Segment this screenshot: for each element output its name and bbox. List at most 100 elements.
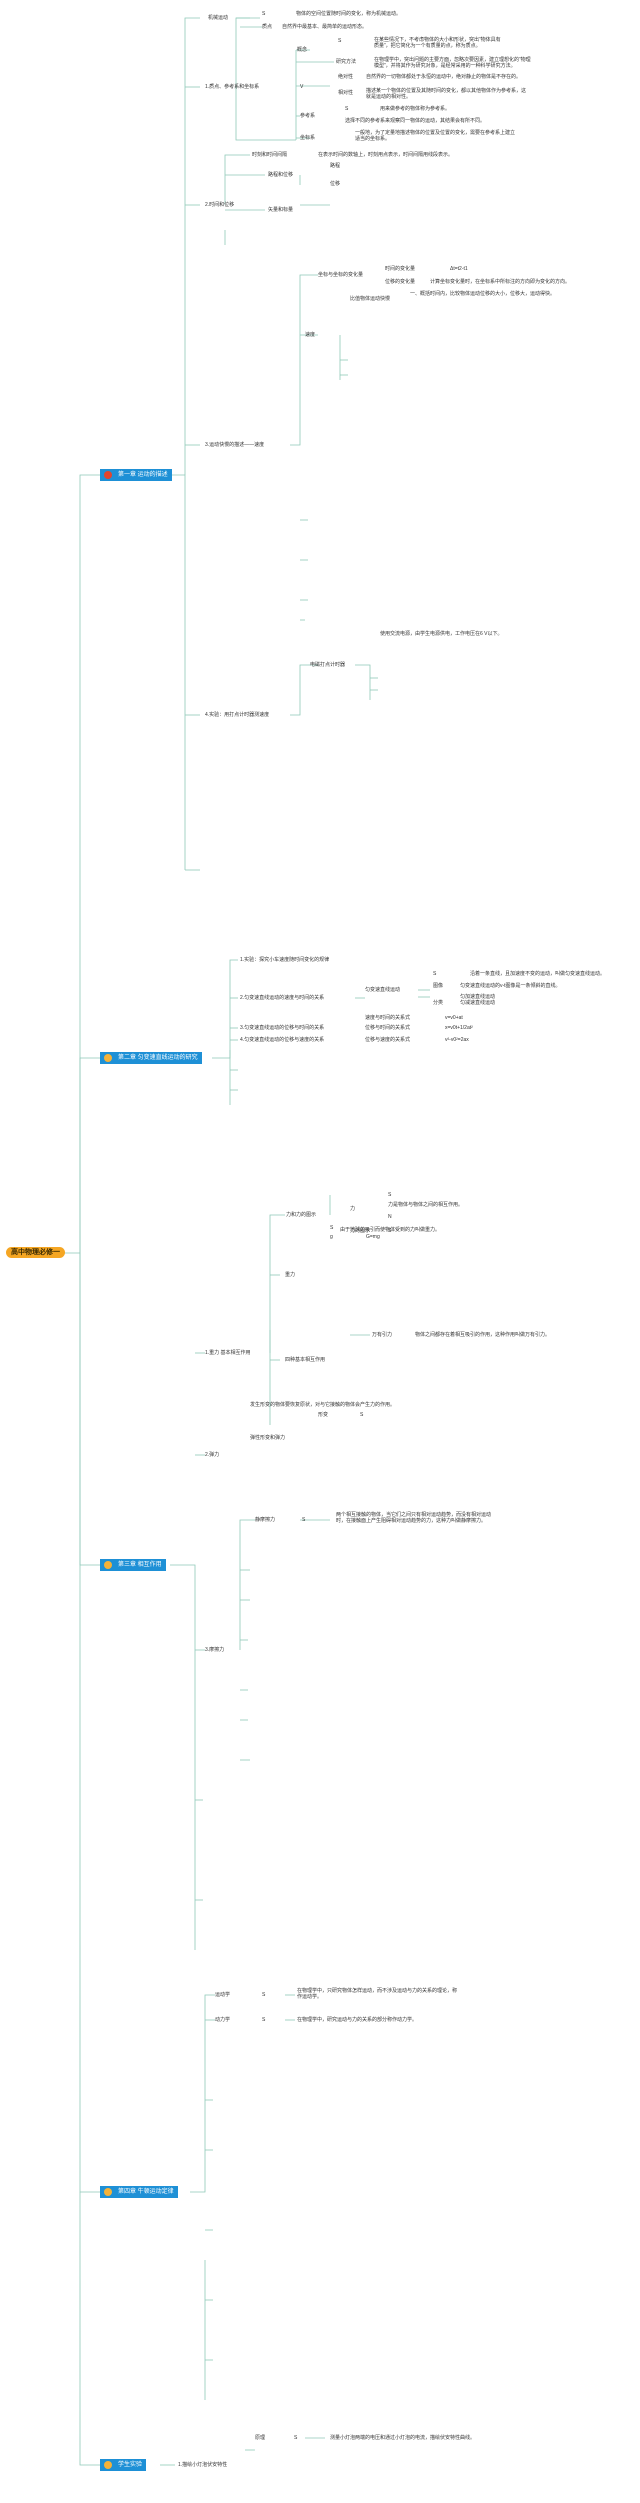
node-dyn-def: 在物理学中，研究运动与力的关系的部分称作动力学。 [297, 2017, 418, 2023]
letter-node: S [262, 2017, 266, 2023]
branch-2-4[interactable]: 4.匀变速直线运动的位移与速度的关系 [240, 1037, 325, 1043]
letter-node: S [302, 1517, 306, 1523]
node-grav-def: 物体之间都存在着相互吸引的作用，这种作用叫做万有引力。 [415, 1332, 551, 1338]
node-point[interactable]: 质点 [262, 24, 273, 30]
node-rel[interactable]: 相对性 [338, 90, 354, 96]
node-b4-f: v²-v0²=2ax [445, 1037, 469, 1043]
node-static-def: 两个相互接触的物体，当它们之间只有相对运动趋势，而没有相对运动时，在接触面上产生… [336, 1512, 492, 1524]
node-path[interactable]: 路程和位移 [268, 172, 294, 178]
node-abs[interactable]: 绝对性 [338, 74, 354, 80]
node-dec: 匀减速直线运动 [460, 1000, 496, 1006]
node-image-def: 匀变速直线运动的v-t图像是一条倾斜的直线。 [460, 983, 561, 989]
node-coord[interactable]: 坐标系 [300, 135, 316, 141]
letter-node: S [360, 1412, 364, 1418]
branch-1-2[interactable]: 2.时间和位移 [205, 202, 235, 208]
branch-3-2[interactable]: 2.弹力 [205, 1452, 220, 1458]
chapter-5[interactable]: 学生实验 [100, 2459, 147, 2471]
letter-node: S [338, 38, 342, 44]
node-ref-def2: 选择不同的参考系来观察同一物体的运动，其结果会有所不同。 [345, 118, 486, 124]
branch-2-3[interactable]: 3.匀变速直线运动的位移与时间的关系 [240, 1025, 325, 1031]
node-grav-att[interactable]: 万有引力 [372, 1332, 393, 1338]
root-topic[interactable]: 高中物理必修一 [6, 1247, 65, 1258]
chapter-3[interactable]: 第三章 相互作用 [100, 1559, 166, 1571]
node-formula[interactable]: 速度与时间的关系式 [365, 1015, 411, 1021]
node-acc: 匀加速直线运动 [460, 994, 496, 1000]
letter-node: S [345, 106, 349, 112]
node-uniform[interactable]: 匀变速直线运动 [365, 987, 401, 993]
node-dchg-def: 计算坐标变化量时，在坐标系中所标注的方向即为变化的方向。 [430, 279, 571, 285]
chapter-label: 第三章 相互作用 [118, 1562, 162, 1568]
chapter-4[interactable]: 第四章 牛顿运动定律 [100, 2186, 178, 2198]
node-force-desc[interactable]: 力和力的图示 [286, 1212, 317, 1218]
branch-2-1[interactable]: 1.实验：探究小车速度随时间变化的规律 [240, 957, 330, 963]
node-kin-def: 在物理学中，只研究物体怎样运动，而不涉及运动与力的关系的理论，称作运动学。 [297, 1988, 458, 2000]
node-concept[interactable]: 概念 [297, 47, 308, 53]
node-method[interactable]: 研究方法 [336, 59, 357, 65]
node-elastic[interactable]: 弹性形变和弹力 [250, 1435, 286, 1441]
chapter-1[interactable]: 第一章 运动的描述 [100, 469, 172, 481]
node-coord-pos[interactable]: 坐标与坐标的变化量 [318, 272, 364, 278]
branch-2-2[interactable]: 2.匀变速直线运动的速度与时间的关系 [240, 995, 325, 1001]
node-static[interactable]: 静摩擦力 [255, 1517, 276, 1523]
node-timer[interactable]: 电磁打点计时器 [310, 662, 346, 668]
chapter-marker-icon [104, 471, 112, 479]
node-mech[interactable]: 机械运动 [208, 15, 229, 21]
chapter-2[interactable]: 第二章 匀变速直线运动的研究 [100, 1052, 202, 1064]
node-concept-def: 在某些情况下，不考虑物体的大小和形状，突出“物体具有质量”，把它简化为一个有质量… [374, 37, 501, 49]
node-g-sym: g [330, 1234, 333, 1240]
letter-node: S [262, 1992, 266, 1998]
node-dyn[interactable]: 动力学 [215, 2017, 231, 2023]
letter-node: S [262, 11, 266, 17]
node-diagram[interactable]: 力的图示 [350, 1228, 371, 1234]
node-kind[interactable]: 分类 [433, 1000, 444, 1006]
node-b3-k: 位移与时间的关系式 [365, 1025, 411, 1031]
letter-node: S [330, 1225, 334, 1231]
node-gravity[interactable]: 重力 [285, 1272, 296, 1278]
node-unit: N [388, 1214, 392, 1220]
node-coord-def: 一般地，为了定量地描述物体的位置及位置的变化，需要在参考系上建立适当的坐标系。 [355, 130, 516, 142]
node-rel-def: 描述某一个物体的位置及其随时间的变化，都以其他物体作为参考系，这就是运动的相对性… [366, 88, 527, 100]
node-image[interactable]: 图像 [433, 983, 444, 989]
node-force[interactable]: 力 [350, 1206, 356, 1212]
letter-node: S [388, 1192, 392, 1198]
branch-3-3[interactable]: 3.摩擦力 [205, 1647, 225, 1653]
chapter-marker-icon [104, 2188, 112, 2196]
node-path-2: 位移 [330, 181, 341, 187]
chapter-marker-icon [104, 2461, 112, 2469]
chapter-label: 第一章 运动的描述 [118, 472, 168, 478]
node-four[interactable]: 四种基本相互作用 [285, 1357, 326, 1363]
node-exp[interactable]: 原理 [255, 2435, 266, 2441]
letter-node: V [300, 84, 304, 90]
letter-node: S [294, 2435, 298, 2441]
branch-5-1[interactable]: 1.描绘小灯泡伏安特性 [178, 2462, 228, 2468]
chapter-marker-icon [104, 1561, 112, 1569]
node-path-1: 路程 [330, 163, 341, 169]
branch-3-1[interactable]: 1.重力 基本相互作用 [205, 1350, 251, 1356]
node-ref[interactable]: 参考系 [300, 113, 316, 119]
node-mech-def: 物体的空间位置随时间的变化，称为机械运动。 [296, 11, 402, 17]
chapter-marker-icon [104, 1054, 112, 1062]
node-deform[interactable]: 形变 [318, 1412, 329, 1418]
node-tchg[interactable]: 时间的变化量 [385, 266, 416, 272]
branch-1-3[interactable]: 3.运动快慢的描述——速度 [205, 442, 265, 448]
node-speed[interactable]: 速度 [305, 332, 316, 338]
letter-node: S [433, 971, 437, 977]
node-dchg[interactable]: 位移的变化量 [385, 279, 416, 285]
node-kin[interactable]: 运动学 [215, 1992, 231, 1998]
node-time-def: 在表示时间的数轴上，时刻用点表示，时间间隔用线段表示。 [318, 152, 454, 158]
node-method-def: 在物理学中，突出问题的主要方面，忽略次要因素，建立理想化的“物理模型”，并将其作… [374, 57, 531, 69]
node-abs-def: 自然界的一切物体都处于永恒的运动中，绝对静止的物体是不存在的。 [366, 74, 522, 80]
node-formula-f: v=v0+at [445, 1015, 463, 1021]
node-b4-k: 位移与速度的关系式 [365, 1037, 411, 1043]
chapter-label: 第二章 匀变速直线运动的研究 [118, 1055, 198, 1061]
node-vec[interactable]: 矢量和标量 [268, 207, 294, 213]
node-point-def: 自然界中最基本、最简单的运动形态。 [282, 24, 368, 30]
branch-1-4[interactable]: 4.实验：用打点计时器测速度 [205, 712, 270, 718]
letter-node: S [388, 1228, 392, 1234]
node-time[interactable]: 时刻和时间间隔 [252, 152, 288, 158]
chapter-label: 学生实验 [118, 2462, 143, 2468]
branch-1-1[interactable]: 1.质点、参考系和坐标系 [205, 84, 260, 90]
node-ref-def1: 用来做参考的物体称为参考系。 [380, 106, 451, 112]
node-b3-f: x=v0t+1/2at² [445, 1025, 473, 1031]
